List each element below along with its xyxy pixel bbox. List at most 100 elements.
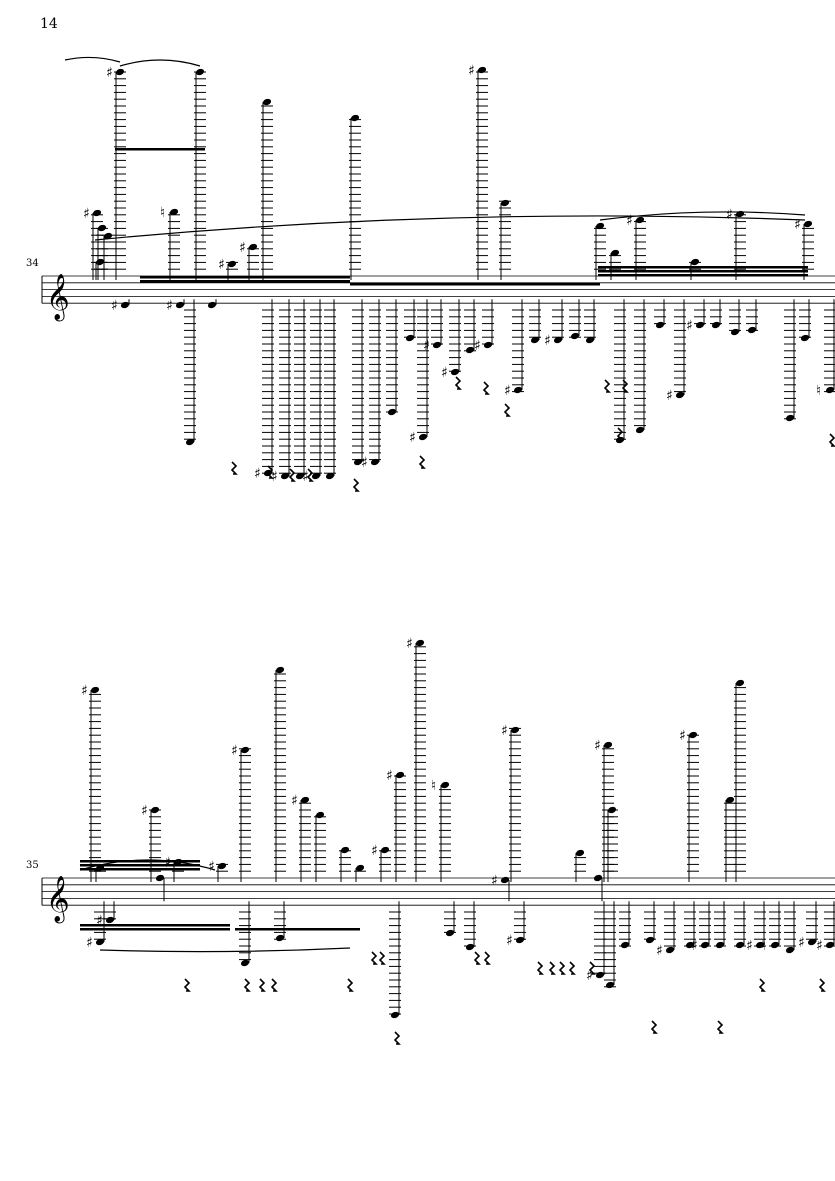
sharp-icon: ♯ [506, 933, 513, 949]
sharp-icon: ♯ [166, 298, 173, 314]
notehead [300, 796, 310, 804]
sharp-icon: ♯ [798, 935, 805, 951]
beam [350, 283, 600, 286]
sharp-icon: ♯ [656, 943, 663, 959]
notehead [195, 68, 205, 76]
notehead [605, 981, 615, 989]
notehead [92, 209, 102, 217]
notehead [635, 216, 645, 224]
rest-icon [243, 978, 251, 992]
page-number: 14 [40, 16, 58, 32]
beam [140, 276, 350, 279]
sharp-icon: ♯ [474, 338, 481, 354]
sharp-icon: ♯ [491, 873, 498, 889]
notehead [800, 334, 810, 342]
rest-icon [603, 379, 611, 393]
notehead [695, 321, 705, 329]
notehead [280, 472, 290, 480]
rest-icon [418, 455, 426, 469]
rest-icon [270, 978, 278, 992]
notehead [248, 243, 258, 251]
sharp-icon: ♯ [746, 938, 753, 954]
notehead [825, 386, 835, 394]
notehead [227, 260, 237, 268]
notehead [155, 874, 165, 882]
sharp-icon: ♯ [208, 859, 215, 875]
sharp-icon: ♯ [666, 388, 673, 404]
rest-icon [558, 961, 566, 975]
sharp-icon: ♯ [371, 843, 378, 859]
notehead [175, 301, 185, 309]
beam [80, 860, 200, 863]
notehead [477, 66, 487, 74]
natural-icon: ♮ [761, 938, 766, 954]
notehead [120, 301, 130, 309]
notehead [340, 846, 350, 854]
sharp-icon: ♯ [83, 206, 90, 222]
notehead [275, 666, 285, 674]
slur [94, 215, 806, 241]
sharp-icon: ♯ [361, 455, 368, 471]
notehead [440, 781, 450, 789]
notehead [785, 414, 795, 422]
beam [80, 924, 230, 927]
sharp-icon: ♯ [81, 683, 88, 699]
sharp-icon: ♯ [271, 469, 278, 485]
sharp-icon: ♯ [726, 207, 733, 223]
notehead [240, 959, 250, 967]
sharp-icon: ♯ [816, 938, 823, 954]
sharp-icon: ♯ [586, 968, 593, 984]
notehead [685, 941, 695, 949]
notehead [97, 224, 107, 232]
sharp-icon: ♯ [86, 935, 93, 951]
beam [598, 274, 808, 277]
sharp-icon: ♯ [106, 65, 113, 81]
notehead [675, 391, 685, 399]
rest-icon [588, 961, 596, 975]
sharp-icon: ♯ [626, 213, 633, 229]
rest-icon [650, 1020, 658, 1034]
rest-icon [503, 403, 511, 417]
notehead [90, 686, 100, 694]
notehead [95, 938, 105, 946]
rest-icon [306, 468, 314, 482]
sharp-icon: ♯ [218, 257, 225, 273]
sharp-icon: ♯ [231, 743, 238, 759]
rest-icon [758, 978, 766, 992]
notehead [500, 876, 510, 884]
rest-icon [230, 461, 238, 475]
notehead [465, 346, 475, 354]
sharp-icon: ♯ [409, 430, 416, 446]
notehead [311, 472, 321, 480]
sharp-icon: ♯ [679, 728, 686, 744]
notehead [207, 301, 217, 309]
sharp-icon: ♯ [111, 298, 118, 314]
sharp-icon: ♯ [406, 636, 413, 652]
rest-icon [716, 1020, 724, 1034]
notehead [725, 796, 735, 804]
slur [599, 211, 806, 221]
notehead [515, 936, 525, 944]
sharp-icon: ♯ [594, 738, 601, 754]
rest-icon [370, 951, 378, 965]
notehead [665, 946, 675, 954]
sharp-icon: ♯ [544, 333, 551, 349]
notehead [405, 334, 415, 342]
rest-icon [346, 978, 354, 992]
rest-icon [352, 478, 360, 492]
sharp-icon: ♯ [686, 318, 693, 334]
sharp-icon: ♯ [691, 938, 698, 954]
measure-number-34: 34 [26, 258, 39, 269]
notehead [807, 938, 817, 946]
sharp-icon: ♯ [501, 723, 508, 739]
rest-icon [183, 978, 191, 992]
sharp-icon: ♯ [254, 466, 261, 482]
slur [79, 859, 216, 871]
beam [235, 928, 360, 931]
notehead [169, 208, 179, 216]
notehead [607, 806, 617, 814]
rest-icon [393, 1031, 401, 1045]
notehead [747, 326, 757, 334]
rest-icon [288, 468, 296, 482]
notehead [217, 862, 227, 870]
